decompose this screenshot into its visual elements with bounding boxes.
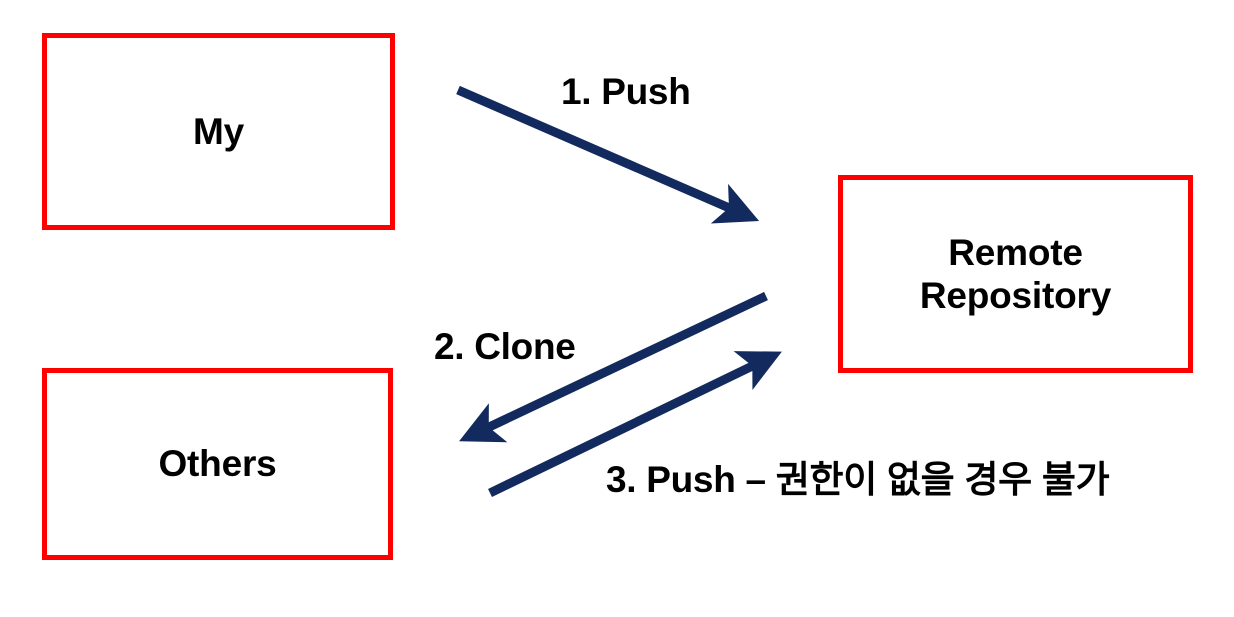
edge-label-clone-2: 2. Clone [434,326,576,367]
node-remote-repository[interactable]: Remote Repository [838,175,1193,373]
node-my-label: My [193,110,244,152]
edge-label-push-1: 1. Push [561,71,691,112]
edge-label-push-3: 3. Push – 권한이 없을 경우 불가 [606,459,1110,500]
node-others[interactable]: Others [42,368,393,560]
node-my[interactable]: My [42,33,395,230]
node-others-label: Others [158,443,277,485]
node-remote-repository-label: Remote Repository [919,231,1112,316]
